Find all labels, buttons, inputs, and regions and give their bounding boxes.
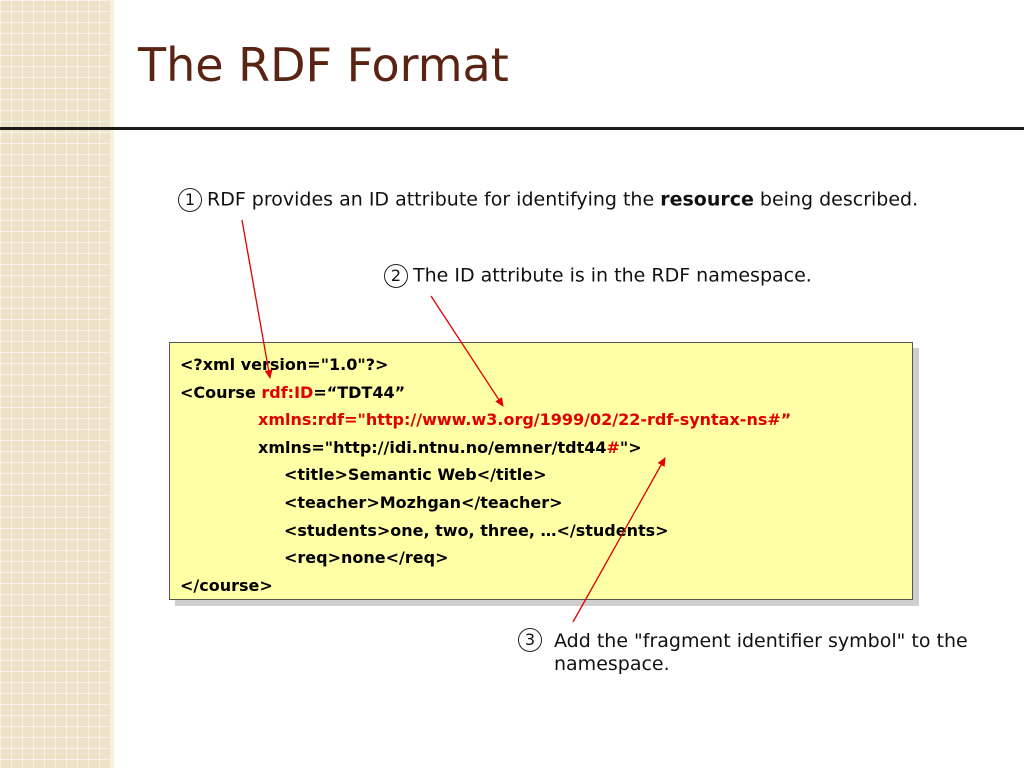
note-1-number: 1	[178, 188, 202, 212]
code-line-2: <Course rdf:ID=“TDT44”	[180, 379, 902, 407]
note-3-text: Add the "fragment identifier symbol" to …	[554, 630, 968, 675]
note-2-text: The ID attribute is in the RDF namespace…	[413, 264, 812, 287]
note-2-number: 2	[384, 264, 408, 288]
band-edge	[110, 0, 114, 768]
slide-title: The RDF Format	[138, 38, 509, 92]
note-1-bold: resource	[660, 188, 754, 211]
code-line-2-a: <Course	[180, 382, 262, 402]
code-line-4-hash: #	[606, 437, 620, 457]
title-rule	[0, 127, 1024, 130]
code-line-2-rdf-id: rdf:ID	[261, 382, 314, 402]
code-line-4-a: xmlns="http://idi.ntnu.no/emner/tdt44	[258, 437, 607, 457]
code-line-2-c: =“TDT44”	[313, 382, 406, 402]
code-line-8: <req>none</req>	[284, 548, 449, 568]
code-line-6: <teacher>Mozhgan</teacher>	[284, 492, 563, 512]
code-line-4-c: ">	[619, 437, 642, 457]
note-1-text-before: RDF provides an ID attribute for identif…	[207, 188, 661, 211]
code-line-5: <title>Semantic Web</title>	[284, 465, 547, 485]
code-line-1: <?xml version="1.0"?>	[180, 355, 389, 374]
code-box: <?xml version="1.0"?> <Course rdf:ID=“TD…	[169, 342, 913, 600]
note-3: 3 Add the "fragment identifier symbol" t…	[518, 628, 978, 676]
note-1-text-after: being described.	[753, 188, 919, 211]
note-3-number: 3	[518, 628, 542, 652]
code-line-7: <students>one, two, three, …</students>	[284, 520, 669, 540]
decorative-left-band	[0, 0, 113, 768]
code-line-9: </course>	[180, 575, 273, 595]
code-line-4: xmlns="http://idi.ntnu.no/emner/tdt44#">	[180, 434, 902, 462]
code-line-3: xmlns:rdf="http://www.w3.org/1999/02/22-…	[258, 410, 792, 430]
